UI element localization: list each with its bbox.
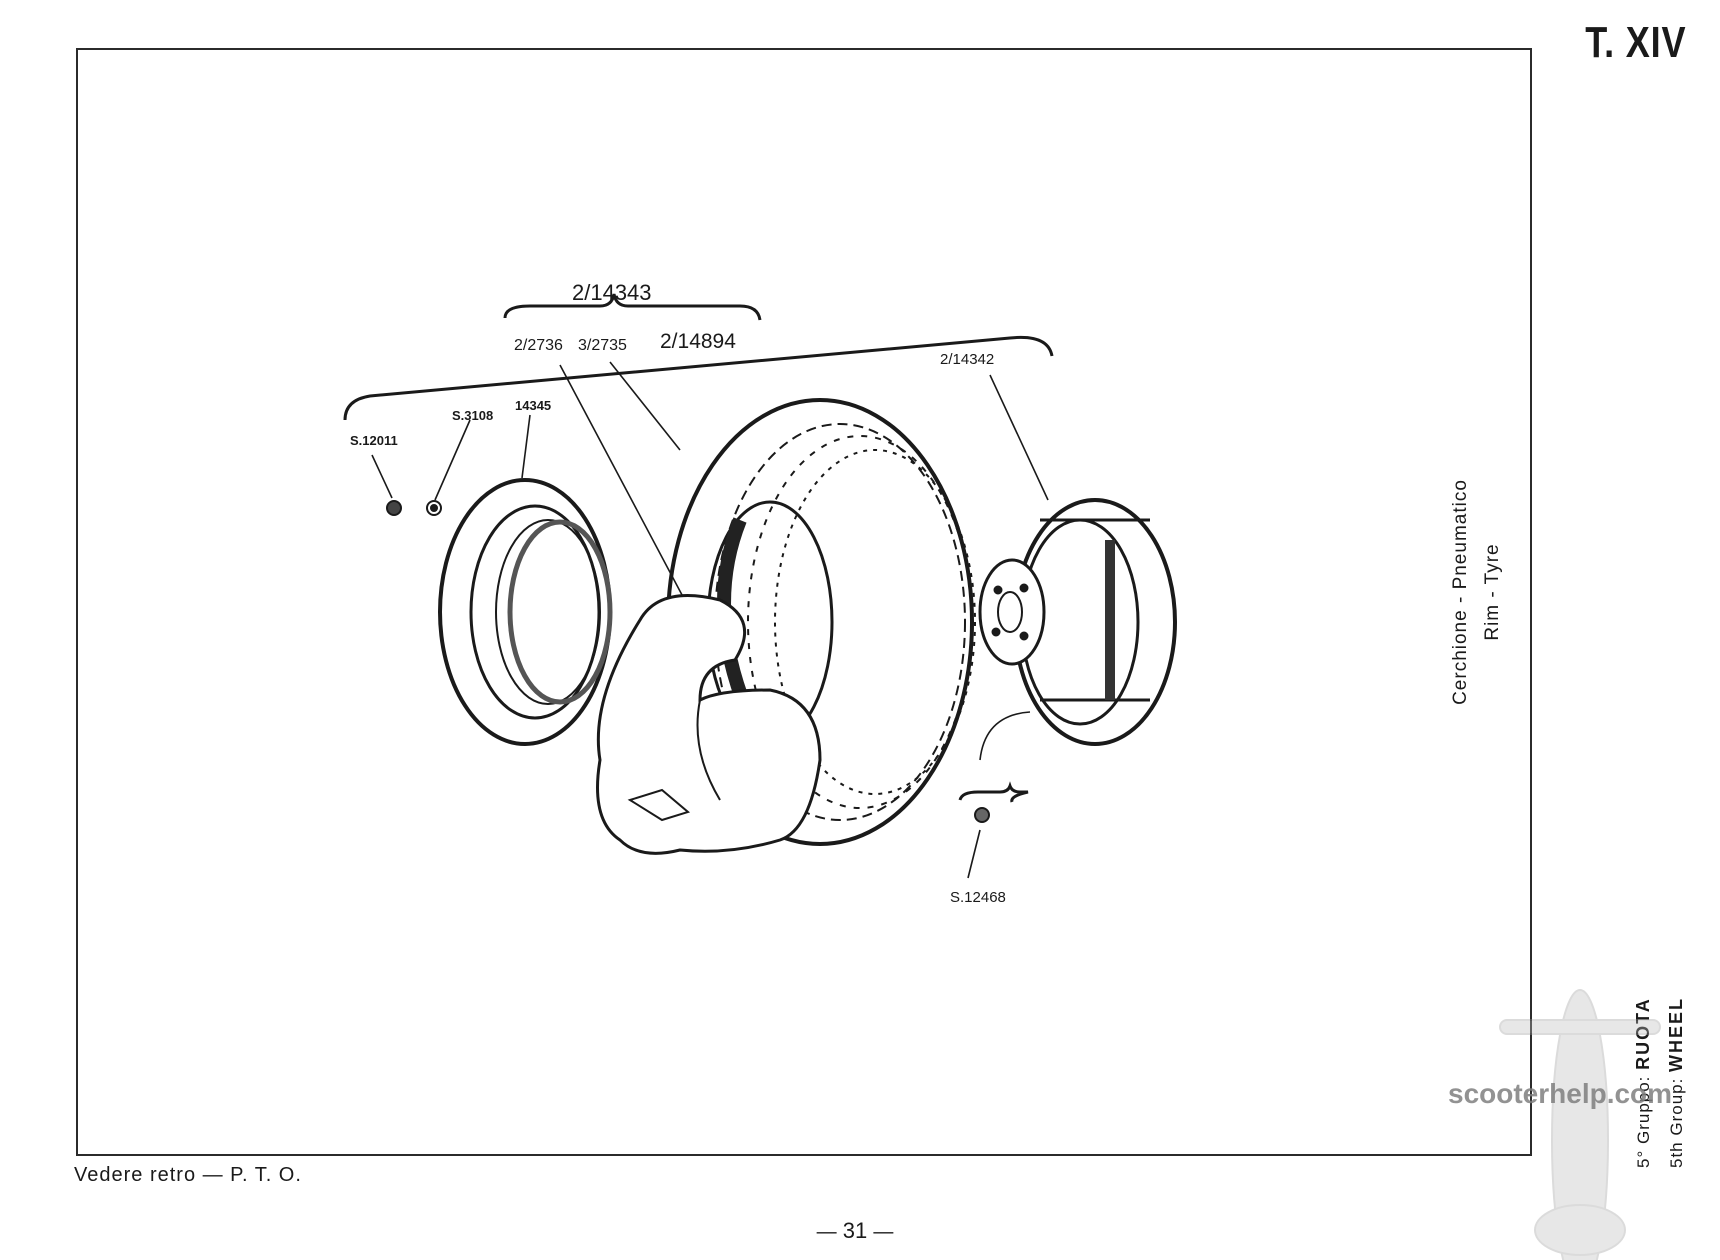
plate-number: T. XIV <box>1584 18 1686 67</box>
see-reverse-note: Vedere retro — P. T. O. <box>74 1164 302 1186</box>
nut-part <box>386 500 402 516</box>
callout-labels: 2/14343 2/2736 3/2735 2/14894 2/14342 S.… <box>350 280 1006 906</box>
wheel-half-drawing <box>978 498 1177 746</box>
label-assembly-top: 2/14343 <box>572 280 652 305</box>
label-tube-a: 2/2736 <box>514 337 563 354</box>
label-rim-half: 14345 <box>515 398 551 413</box>
rim-half-drawing <box>438 478 613 746</box>
inner-tube-drawing <box>596 594 822 855</box>
label-nut: S.12011 <box>350 433 398 448</box>
leader-lines <box>371 361 1049 879</box>
label-stud: S.12468 <box>950 889 1006 906</box>
scooter-watermark-image <box>1499 989 1661 1260</box>
label-wheel-half: 2/14342 <box>940 351 994 368</box>
page-dash-right: — <box>873 1221 894 1243</box>
page-dash-left: — <box>816 1221 837 1243</box>
label-tyre: 2/14894 <box>660 330 736 353</box>
page-number: — 31 — <box>800 1218 910 1244</box>
label-tube-b: 3/2735 <box>578 337 627 354</box>
bracket-wheel-set <box>343 335 1054 421</box>
hardware-parts <box>386 500 990 823</box>
label-washer: S.3108 <box>452 408 493 423</box>
bracket-assembly <box>503 293 762 321</box>
valve-icon <box>627 788 691 822</box>
bracket-stud <box>958 781 1029 803</box>
callout-brackets <box>343 293 1054 803</box>
page-number-value: 31 <box>842 1218 868 1243</box>
stud-part <box>974 807 990 823</box>
watermark-text: scooterhelp.com <box>1448 1078 1673 1109</box>
drawing-frame <box>76 48 1532 1156</box>
